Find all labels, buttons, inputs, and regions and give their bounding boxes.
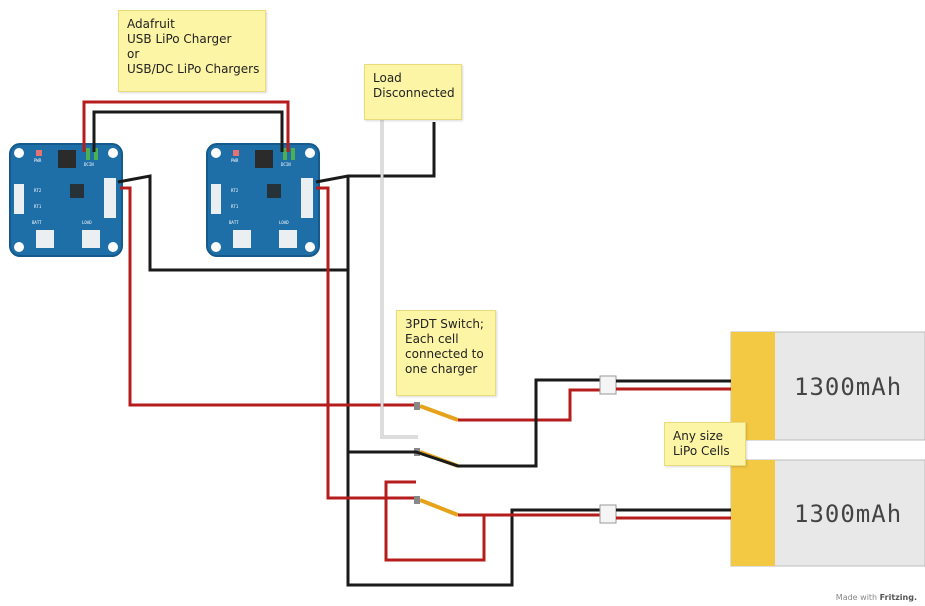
- fritzing-logo: Fritzing.: [879, 593, 917, 602]
- svg-text:BATT: BATT: [229, 220, 239, 225]
- charger-board-2: PWR DCIN RT2 RT1 BATT LOAD: [206, 143, 320, 257]
- wire-dcin-black: [92, 110, 284, 152]
- note-cells: Any size LiPo Cells: [664, 422, 746, 466]
- svg-text:PWR: PWR: [34, 158, 42, 163]
- svg-text:DCIN: DCIN: [84, 162, 94, 167]
- switch-blade-1: [419, 404, 459, 422]
- svg-text:RT2: RT2: [231, 188, 239, 193]
- wire-dcin-red: [82, 100, 290, 152]
- charger-board-1: PWR DCIN RT2 RT1 BATT LOAD: [9, 143, 123, 257]
- wire-switch-black-1: [348, 378, 608, 468]
- svg-text:RT1: RT1: [231, 204, 239, 209]
- wire-switch-red-1: [458, 388, 608, 422]
- battery-2-label: 1300mAh: [794, 500, 903, 528]
- wire-batt-red-1: [120, 186, 416, 407]
- note-switch: 3PDT Switch; Each cell connected to one …: [396, 310, 496, 396]
- svg-text:LOAD: LOAD: [279, 220, 289, 225]
- switch-blade-3: [419, 498, 459, 517]
- svg-text:BATT: BATT: [32, 220, 42, 225]
- svg-text:DCIN: DCIN: [281, 162, 291, 167]
- svg-text:RT2: RT2: [34, 188, 42, 193]
- svg-text:PWR: PWR: [231, 158, 239, 163]
- note-charger: Adafruit USB LiPo Charger or USB/DC LiPo…: [118, 10, 266, 92]
- battery-1: [730, 331, 925, 441]
- battery-2: [730, 459, 925, 567]
- note-load: Load Disconnected: [364, 64, 462, 120]
- wire-load-black-2: [315, 122, 436, 184]
- jst-connector-2: [599, 504, 617, 524]
- battery-1-label: 1300mAh: [794, 373, 903, 401]
- wire-load-black-3: [346, 176, 608, 587]
- wire-batt-red-2: [316, 186, 416, 500]
- svg-text:RT1: RT1: [34, 204, 42, 209]
- wire-load-disconnected-inner: [381, 120, 418, 438]
- svg-text:LOAD: LOAD: [82, 220, 92, 225]
- jst-connector-1: [599, 375, 617, 395]
- wire-load-black-1: [117, 174, 348, 272]
- wire-switch-red-2: [384, 480, 486, 562]
- fritzing-credit: Made with Fritzing.: [835, 593, 917, 602]
